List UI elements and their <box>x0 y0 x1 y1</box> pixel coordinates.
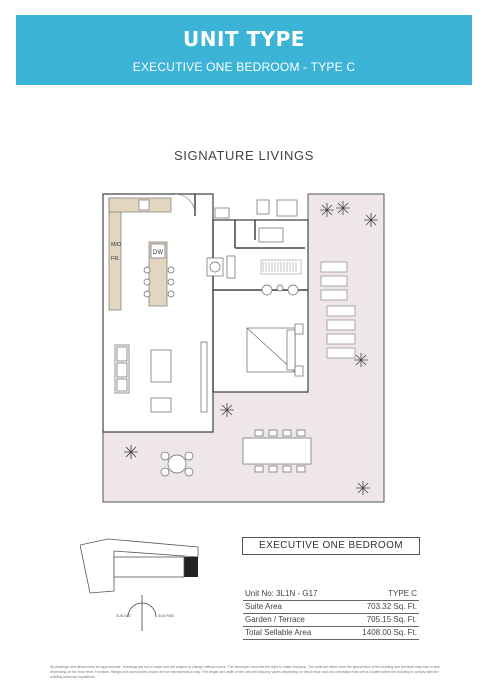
area-row: Garden / Terrace 705.15 Sq. Ft. <box>243 614 419 627</box>
area-value: 705.15 Sq. Ft. <box>366 615 417 624</box>
area-value: 703.32 Sq. Ft. <box>366 602 417 611</box>
area-label: Total Sellable Area <box>245 628 312 637</box>
plant-icons <box>124 201 378 495</box>
bed <box>246 323 304 377</box>
area-label: Suite Area <box>245 602 282 611</box>
unit-type-name: EXECUTIVE ONE BEDROOM <box>242 537 420 555</box>
area-value: 1408.00 Sq. Ft. <box>362 628 417 637</box>
round-table <box>160 451 194 477</box>
unit-highlight <box>184 557 198 577</box>
banner-subtitle: EXECUTIVE ONE BEDROOM - TYPE C <box>132 60 356 74</box>
sun-loungers <box>320 261 356 359</box>
disclaimer-text: All drawings and dimensions are approxim… <box>50 665 440 679</box>
bathroom <box>206 199 298 279</box>
keyplan-right-label: SUN RISE <box>158 614 175 618</box>
internal-walls <box>194 194 308 392</box>
banner-title: UNIT TYPE <box>183 27 305 51</box>
key-plan: SUN SET SUN RISE <box>80 538 199 631</box>
microwave-label: M/D <box>111 242 121 248</box>
unit-number: Unit No: 3L1N - G17 <box>245 589 318 598</box>
keyplan-left-label: SUN SET <box>116 614 132 618</box>
floor-plan: DW M/D FR. <box>102 193 385 503</box>
section-title: SIGNATURE LIVINGS <box>174 148 314 163</box>
dining-table <box>242 429 312 473</box>
wardrobe <box>260 259 302 275</box>
area-label: Garden / Terrace <box>245 615 305 624</box>
dishwasher-label: DW <box>153 250 163 256</box>
compass-icon <box>127 595 157 631</box>
area-row: Suite Area 703.32 Sq. Ft. <box>243 601 419 614</box>
dishwasher-box <box>150 243 166 259</box>
sink-icon <box>138 199 150 211</box>
entrance-door <box>174 193 196 215</box>
area-header-row: Unit No: 3L1N - G17 TYPE C <box>243 588 419 601</box>
living-furniture <box>114 341 208 413</box>
bar-stools <box>143 266 175 298</box>
area-table: Unit No: 3L1N - G17 TYPE C Suite Area 70… <box>243 588 419 640</box>
area-row: Total Sellable Area 1408.00 Sq. Ft. <box>243 627 419 640</box>
fridge-label: FR. <box>111 256 120 262</box>
unit-type-code: TYPE C <box>388 589 417 598</box>
header-banner: UNIT TYPE EXECUTIVE ONE BEDROOM - TYPE C <box>16 15 472 85</box>
bedroom-chairs <box>261 284 299 296</box>
